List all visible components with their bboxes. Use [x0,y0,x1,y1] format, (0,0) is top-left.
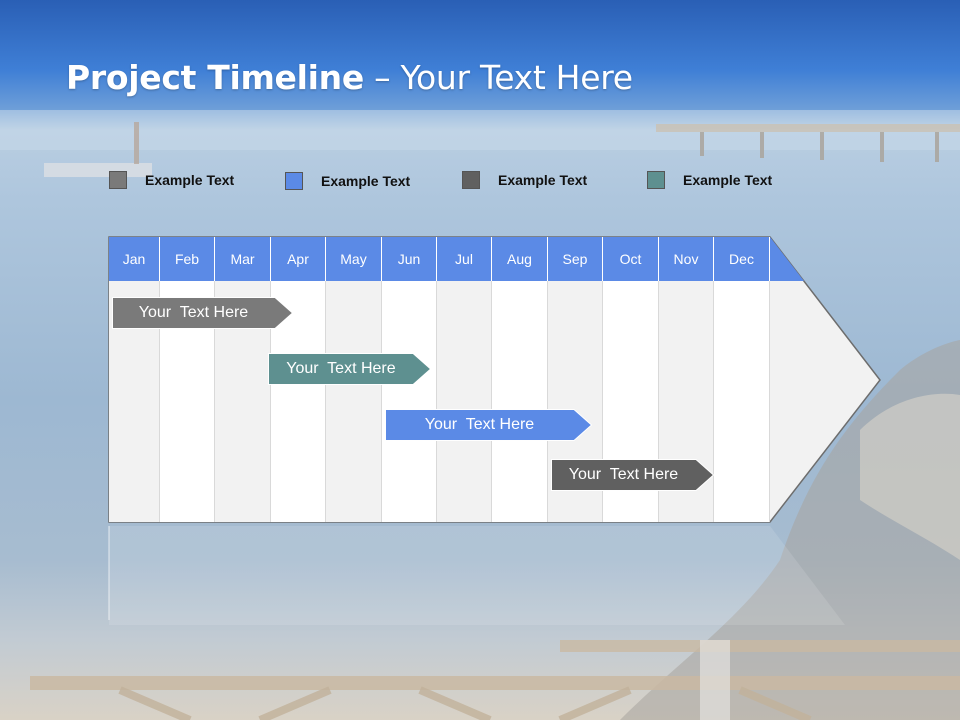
timeline-bar-label-2: Your Text Here [286,360,396,377]
month-header-oct: Oct [603,237,659,281]
legend-swatch-3 [462,171,480,189]
month-column-dec [714,281,770,522]
timeline-bar-label-1: Your Text Here [138,304,249,321]
legend-label-2: Example Text [321,173,411,189]
legend-swatch-2 [285,172,303,190]
month-header-feb: Feb [160,237,215,281]
legend-label-4: Example Text [683,172,773,188]
timeline-bar-1: Your Text Here [112,297,293,329]
timeline-bar-shape-1 [112,297,293,329]
legend-label-3: Example Text [498,172,588,188]
timeline-bar-label-4: Your Text Here [568,466,679,483]
month-header-jul: Jul [437,237,492,281]
timeline-bar-shape-4 [551,459,714,491]
month-column-jul [437,281,492,522]
legend-item-4: Example Text [647,171,772,189]
timeline-bar-2: Your Text Here [268,353,432,385]
legend-item-3: Example Text [462,171,587,189]
month-column-jun [382,281,437,522]
month-header-jan: Jan [109,237,160,281]
month-header-jun: Jun [382,237,437,281]
legend-swatch-4 [647,171,665,189]
month-header-dec: Dec [714,237,770,281]
month-header-nov: Nov [659,237,714,281]
slide-title-bold: Project Timeline [66,58,364,97]
timeline-bar-4: Your Text Here [551,459,714,491]
legend-label-1: Example Text [145,172,235,188]
legend-item-2: Example Text [285,172,410,190]
legend-item-1: Example Text [109,171,234,189]
timeline-bar-shape-2 [268,353,432,385]
slide-title-rest: – Your Text Here [363,58,633,97]
month-column-aug [492,281,548,522]
timeline-bar-label-3: Your Text Here [424,416,535,433]
month-header-sep: Sep [548,237,603,281]
month-column-may [326,281,382,522]
slide-title: Project Timeline – Your Text Here [66,58,633,97]
month-header-aug: Aug [492,237,548,281]
month-header-mar: Mar [215,237,271,281]
month-header-may: May [326,237,382,281]
month-header-apr: Apr [271,237,326,281]
legend-swatch-1 [109,171,127,189]
timeline-bar-3: Your Text Here [385,409,592,441]
timeline-bar-shape-3 [385,409,592,441]
